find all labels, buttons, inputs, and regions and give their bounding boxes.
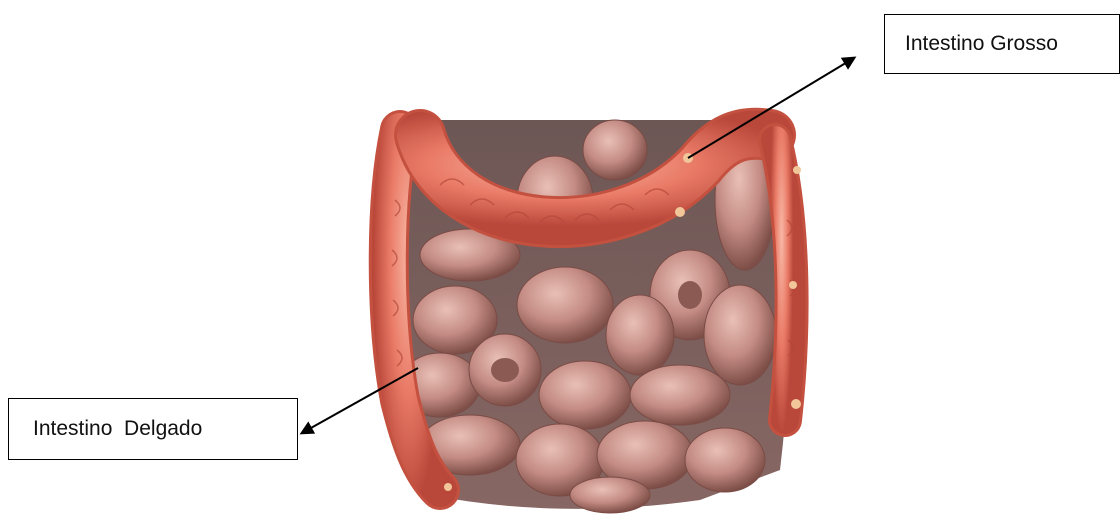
small-intestine-label: Intestino Delgado <box>8 398 298 460</box>
large-intestine-label: Intestino Grosso <box>884 14 1120 74</box>
